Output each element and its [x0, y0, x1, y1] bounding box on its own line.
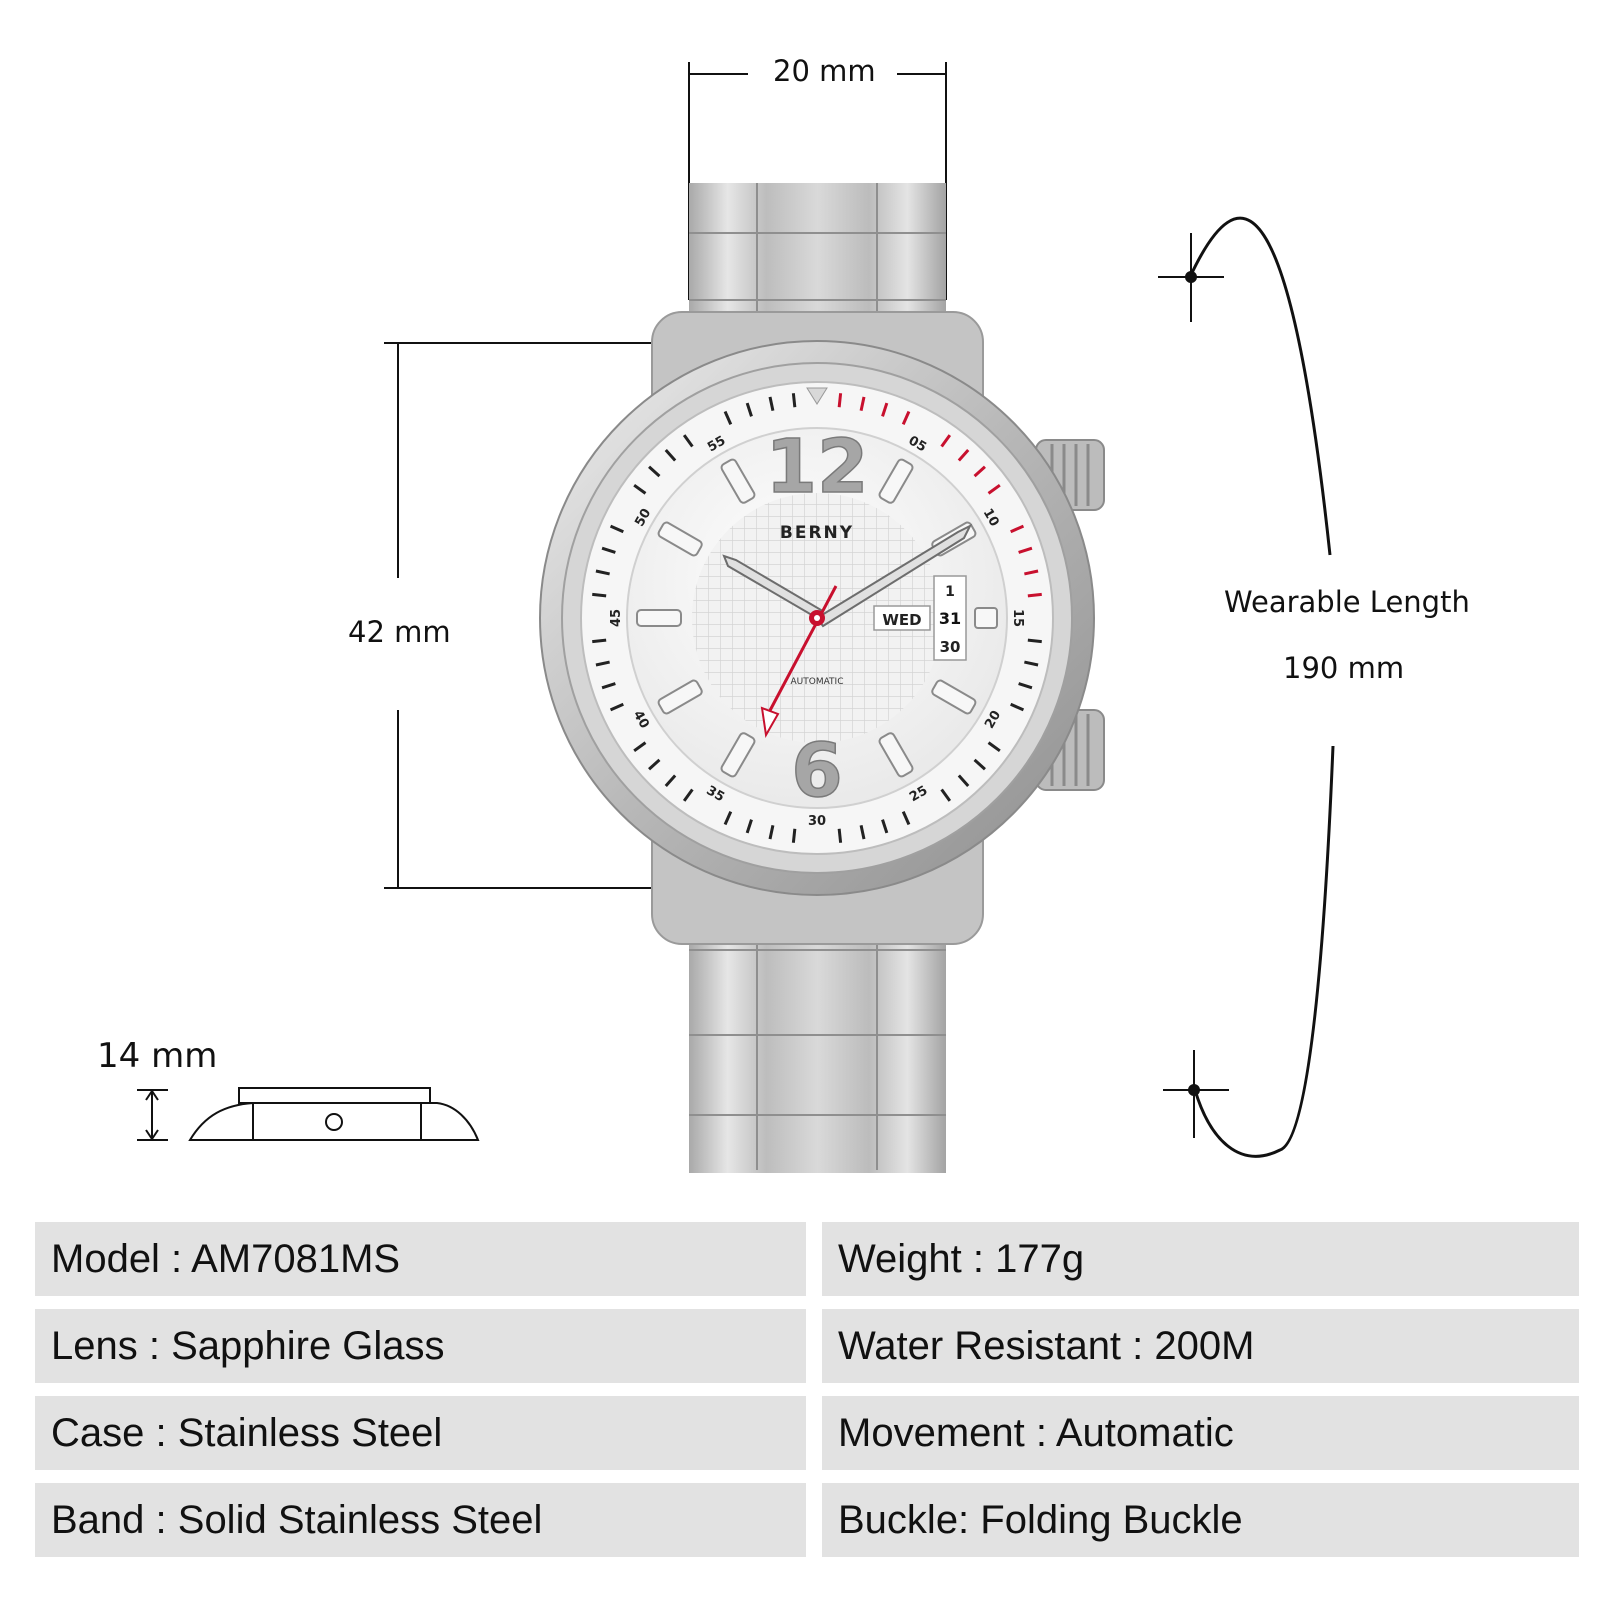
minute-tick — [648, 758, 661, 771]
minute-tick — [648, 465, 661, 478]
minute-tick — [664, 774, 677, 787]
minute-tick — [1024, 569, 1039, 576]
thickness-diagram — [137, 1087, 480, 1141]
minute-tick — [592, 638, 607, 644]
minute-tick — [940, 434, 952, 448]
minute-tick — [609, 702, 624, 712]
spec-case: Case : Stainless Steel — [35, 1396, 806, 1470]
minute-tick — [745, 402, 753, 417]
hour-marker — [657, 521, 703, 557]
wearable-length-arc — [1188, 216, 1335, 1158]
minute-tick — [940, 788, 952, 802]
dial-subtitle: AUTOMATIC — [791, 677, 844, 687]
hour-marker — [974, 607, 998, 629]
minute-tick — [973, 758, 986, 771]
minute-tick — [592, 592, 607, 598]
minute-tick — [768, 825, 775, 840]
minute-tick — [723, 410, 733, 425]
minute-tick — [595, 569, 610, 576]
minute-tick — [1010, 702, 1025, 712]
minute-tick — [595, 660, 610, 667]
minute-tick — [609, 524, 624, 534]
date-number-top: 1 — [945, 584, 955, 600]
hour-marker — [720, 732, 756, 778]
minute-tick — [1027, 638, 1042, 644]
bezel-number: 45 — [609, 609, 624, 627]
hour-markers — [636, 458, 998, 778]
minute-tick — [601, 546, 616, 554]
minute-tick — [837, 828, 843, 843]
minute-hand — [815, 523, 973, 628]
date-number-bottom: 30 — [940, 638, 961, 656]
minute-tick — [1010, 524, 1025, 534]
minute-tick — [837, 393, 843, 408]
seconds-hand — [764, 585, 838, 719]
width-dimension-label: 20 mm — [773, 54, 876, 88]
minute-tick — [791, 393, 797, 408]
minute-tick — [987, 741, 1001, 753]
spec-buckle: Buckle: Folding Buckle — [822, 1483, 1579, 1557]
diameter-dimension-label: 42 mm — [348, 615, 451, 649]
spec-model: Model : AM7081MS — [35, 1222, 806, 1296]
hour-marker — [878, 458, 914, 504]
watch-illustration: 12 6 BERNY AUTOMATIC WED 1 31 30 5505101… — [137, 62, 1335, 1173]
minute-tick — [633, 483, 647, 495]
minute-tick — [682, 788, 694, 802]
minute-tick — [901, 811, 911, 826]
minute-track — [592, 387, 1042, 843]
minute-tick — [1018, 546, 1033, 554]
seconds-hand-tip — [760, 706, 780, 739]
minute-tick — [791, 828, 797, 843]
arc-crosshair-bottom — [1163, 1050, 1229, 1138]
wearable-length-value: 190 mm — [1283, 651, 1405, 685]
arc-crosshair-top — [1158, 233, 1224, 322]
bezel-triangle — [806, 387, 828, 405]
hour-marker — [720, 458, 756, 504]
minute-tick — [957, 774, 970, 787]
minute-tick — [901, 410, 911, 425]
hour-marker — [636, 609, 682, 627]
minute-tick — [987, 483, 1001, 495]
watch-hands — [722, 523, 973, 739]
spec-lens: Lens : Sapphire Glass — [35, 1309, 806, 1383]
hour-marker — [878, 732, 914, 778]
spec-weight: Weight : 177g — [822, 1222, 1579, 1296]
hour-marker — [657, 679, 703, 715]
minute-tick — [682, 434, 694, 448]
bezel-number: 15 — [1010, 609, 1025, 627]
day-date-window: WED 1 31 30 — [873, 575, 967, 661]
minute-tick — [957, 449, 970, 462]
day-window-text: WED — [882, 611, 921, 629]
minute-tick — [768, 396, 775, 411]
wearable-length-title: Wearable Length — [1224, 585, 1470, 619]
date-number-current: 31 — [939, 609, 961, 628]
minute-tick — [1018, 682, 1033, 690]
minute-tick — [859, 825, 866, 840]
minute-tick — [881, 402, 889, 417]
spec-water-resistant: Water Resistant : 200M — [822, 1309, 1579, 1383]
dial-numeral-6: 6 — [791, 728, 843, 814]
minute-tick — [1027, 592, 1042, 598]
spec-movement: Movement : Automatic — [822, 1396, 1579, 1470]
minute-tick — [881, 819, 889, 834]
spec-band: Band : Solid Stainless Steel — [35, 1483, 806, 1557]
minute-tick — [664, 449, 677, 462]
minute-tick — [723, 811, 733, 826]
hour-marker — [931, 679, 977, 715]
minute-tick — [745, 819, 753, 834]
thickness-dimension-label: 14 mm — [97, 1036, 218, 1076]
minute-tick — [633, 741, 647, 753]
brand-logo-text: BERNY — [780, 523, 854, 543]
bezel-number: 30 — [808, 814, 826, 829]
dial-numeral-12: 12 — [766, 424, 869, 510]
minute-tick — [601, 682, 616, 690]
minute-tick — [859, 396, 866, 411]
minute-tick — [973, 465, 986, 478]
minute-tick — [1024, 660, 1039, 667]
